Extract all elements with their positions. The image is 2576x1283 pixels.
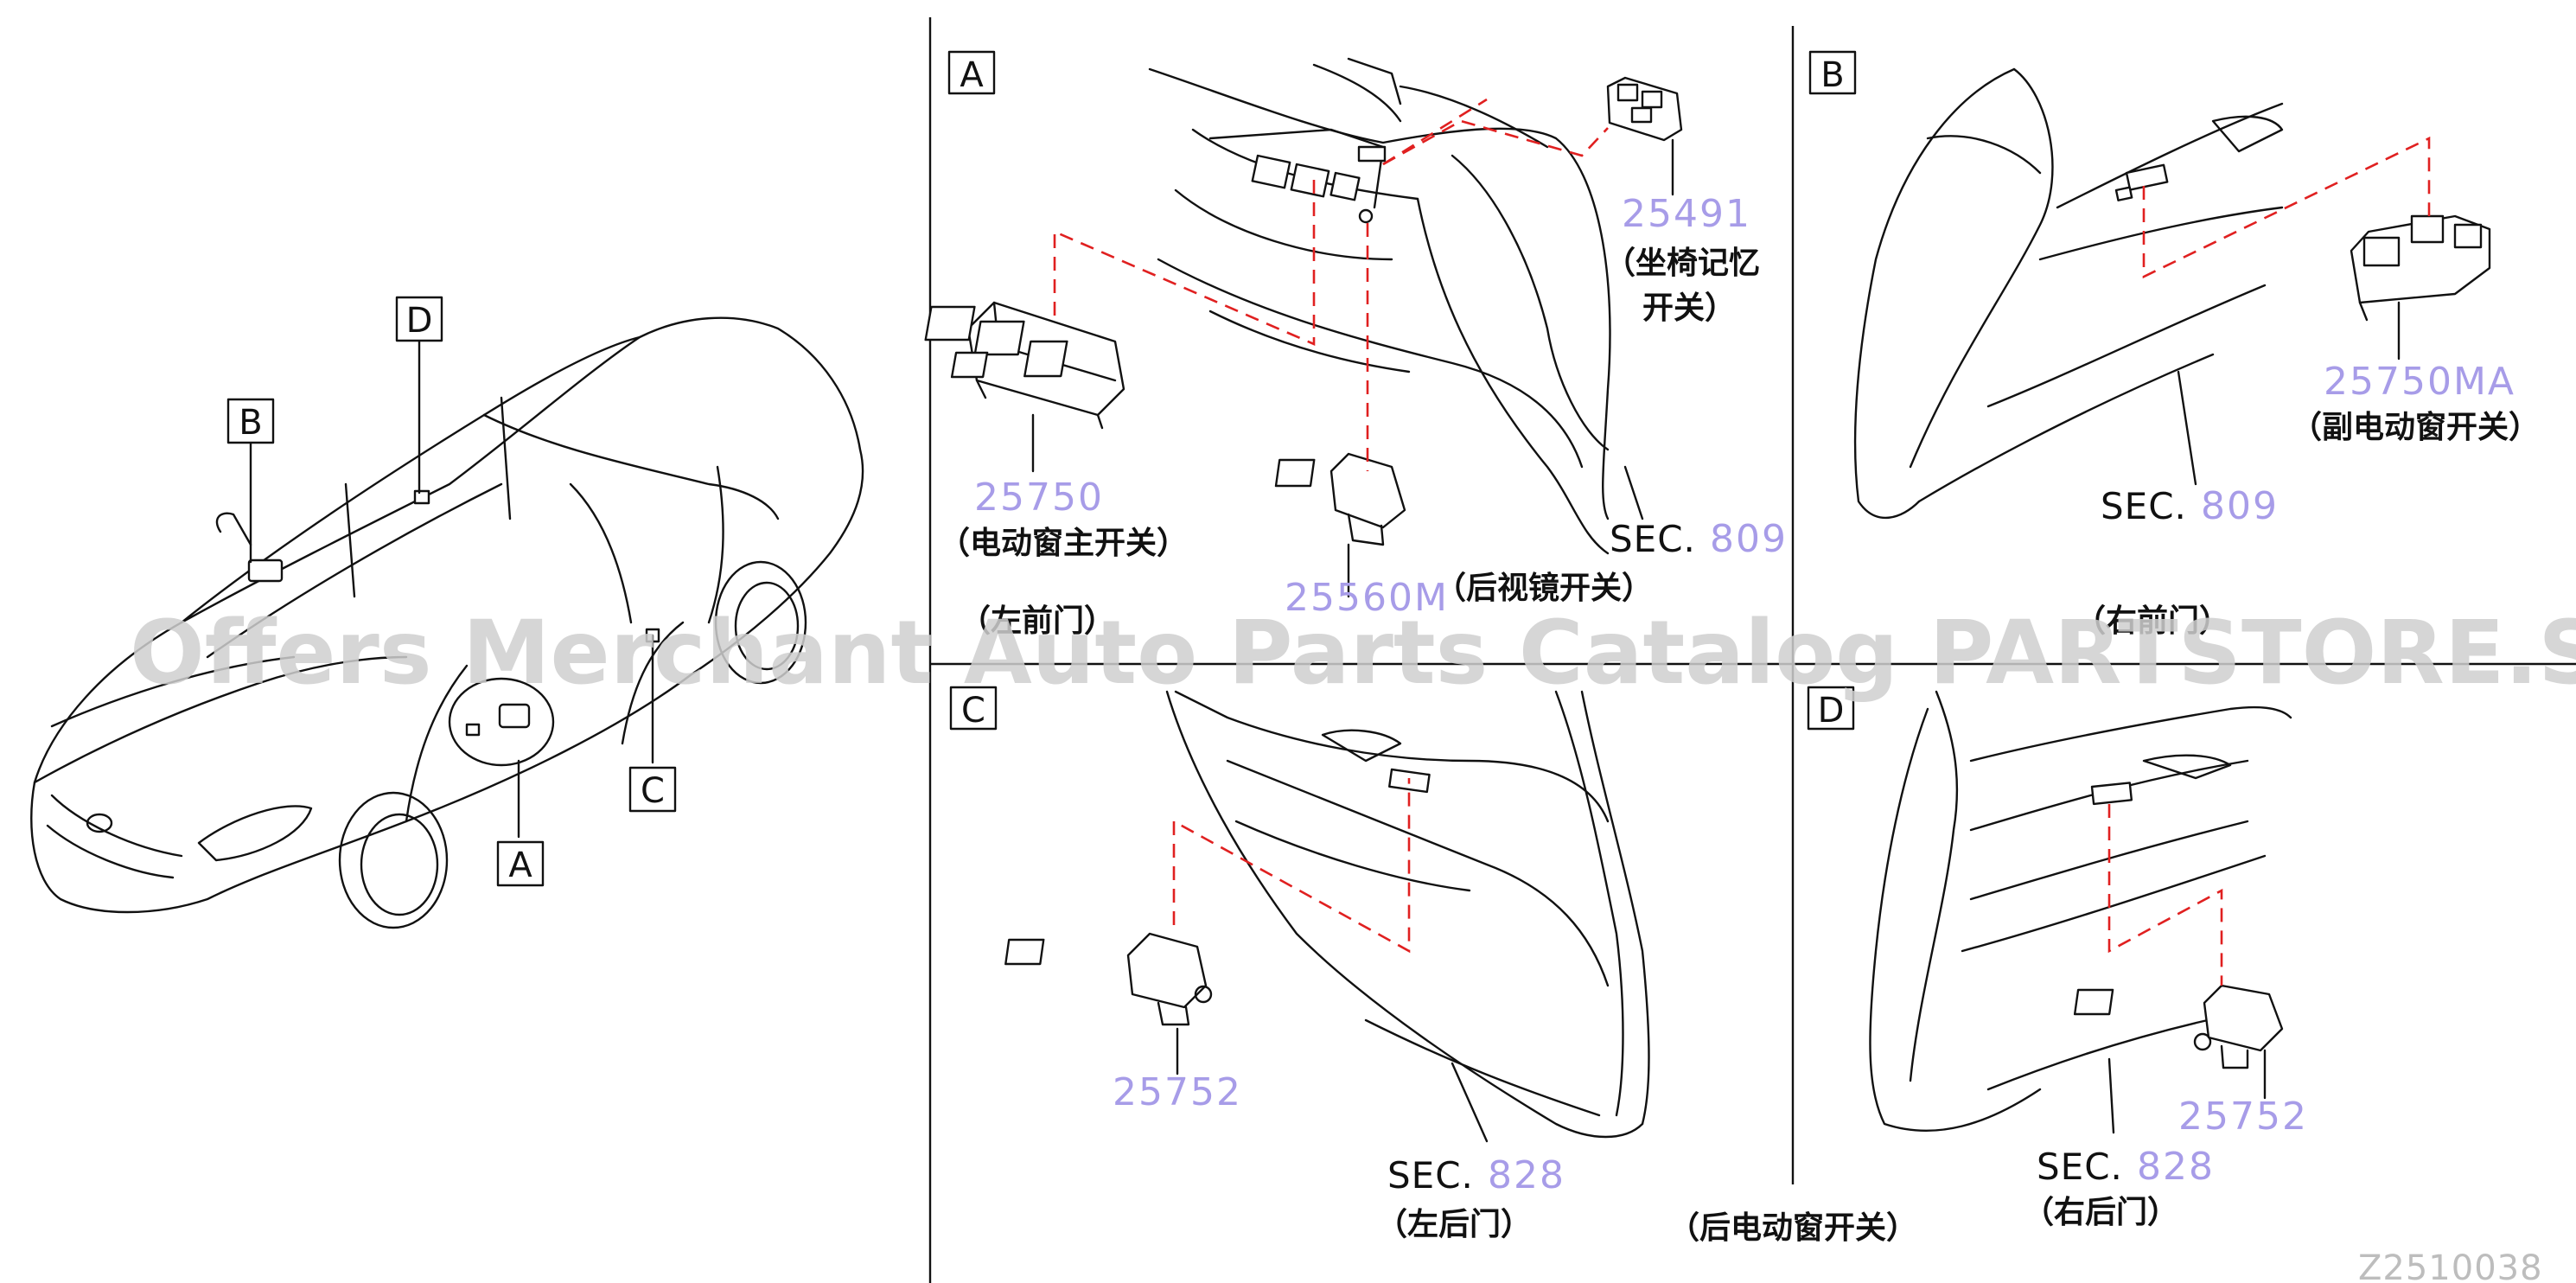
part-25752-left-switch-icon xyxy=(1004,932,1213,1026)
part-25750-switch-icon xyxy=(924,301,1125,430)
part-25491-name-line2: 开关） xyxy=(1642,290,1736,326)
part-25752-right-number: 25752 xyxy=(2178,1095,2308,1139)
callout-b-label: B xyxy=(239,403,262,443)
view-d-title: （右后门） xyxy=(2023,1195,2178,1230)
part-25491-number: 25491 xyxy=(1622,192,1751,236)
part-25491-switch-icon xyxy=(1606,76,1683,142)
callout-a-label: A xyxy=(508,846,532,885)
part-25560m-number: 25560M xyxy=(1285,576,1449,620)
view-b-label: B xyxy=(1820,55,1844,95)
part-25560m-name: （后视镜开关） xyxy=(1435,571,1653,606)
view-a-sec-number: 809 xyxy=(1710,517,1788,561)
car-overview xyxy=(30,316,864,929)
car-callout-b: B xyxy=(226,398,275,444)
callout-d-label: D xyxy=(406,301,433,341)
rear-window-switch-caption: （后电动窗开关） xyxy=(1668,1210,1917,1246)
view-a-box xyxy=(947,50,996,95)
part-25750ma-name: （副电动窗开关） xyxy=(2291,410,2540,445)
diagram-code: Z2510038 xyxy=(2358,1248,2543,1283)
view-c-label: C xyxy=(961,691,985,731)
view-b-sec-number: 809 xyxy=(2201,484,2279,528)
view-a: A xyxy=(924,50,1788,639)
view-d: D SEC. 828 25752 （右后门） xyxy=(1807,686,2308,1230)
view-c: C SEC. 828 25752 （左后门） xyxy=(949,686,1650,1242)
view-a-title: （左前门） xyxy=(960,603,1115,639)
view-a-sec-prefix: SEC. xyxy=(1610,518,1696,560)
view-d-sec-prefix: SEC. xyxy=(2037,1146,2123,1188)
part-25752-left-number: 25752 xyxy=(1113,1070,1242,1114)
car-callout-c: C xyxy=(628,766,677,813)
view-c-sec-prefix: SEC. xyxy=(1387,1154,1474,1197)
car-callout-a: A xyxy=(496,840,545,887)
car-callout-d: D xyxy=(395,296,443,342)
callout-c-label: C xyxy=(641,771,665,811)
view-c-title: （左后门） xyxy=(1376,1207,1532,1242)
view-b-sec-prefix: SEC. xyxy=(2101,485,2187,527)
view-c-box xyxy=(949,686,998,731)
view-d-sec-number: 828 xyxy=(2137,1145,2215,1189)
view-b-box xyxy=(1808,50,1857,95)
view-b: B SEC. 809 25750MA （副电动窗开关） （右前门） xyxy=(1808,50,2540,639)
watermark: Offers Merchant Auto Parts Catalog PARTS… xyxy=(130,602,2576,705)
view-d-label: D xyxy=(1818,691,1845,731)
panel-dividers xyxy=(928,17,2576,1283)
view-a-label: A xyxy=(960,55,984,95)
view-d-box xyxy=(1807,686,1855,731)
part-25750-number: 25750 xyxy=(974,476,1104,520)
part-25752-right-switch-icon xyxy=(2073,984,2284,1069)
part-25491-name-line1: （坐椅记忆 xyxy=(1604,246,1760,281)
part-25750-name: （电动窗主开关） xyxy=(939,526,1188,561)
part-25750ma-number: 25750MA xyxy=(2324,360,2515,404)
view-c-sec-number: 828 xyxy=(1488,1153,1565,1197)
part-25560m-switch-icon xyxy=(1274,452,1406,546)
view-b-title: （右前门） xyxy=(2075,603,2230,639)
part-25750ma-switch-icon xyxy=(2350,214,2491,322)
